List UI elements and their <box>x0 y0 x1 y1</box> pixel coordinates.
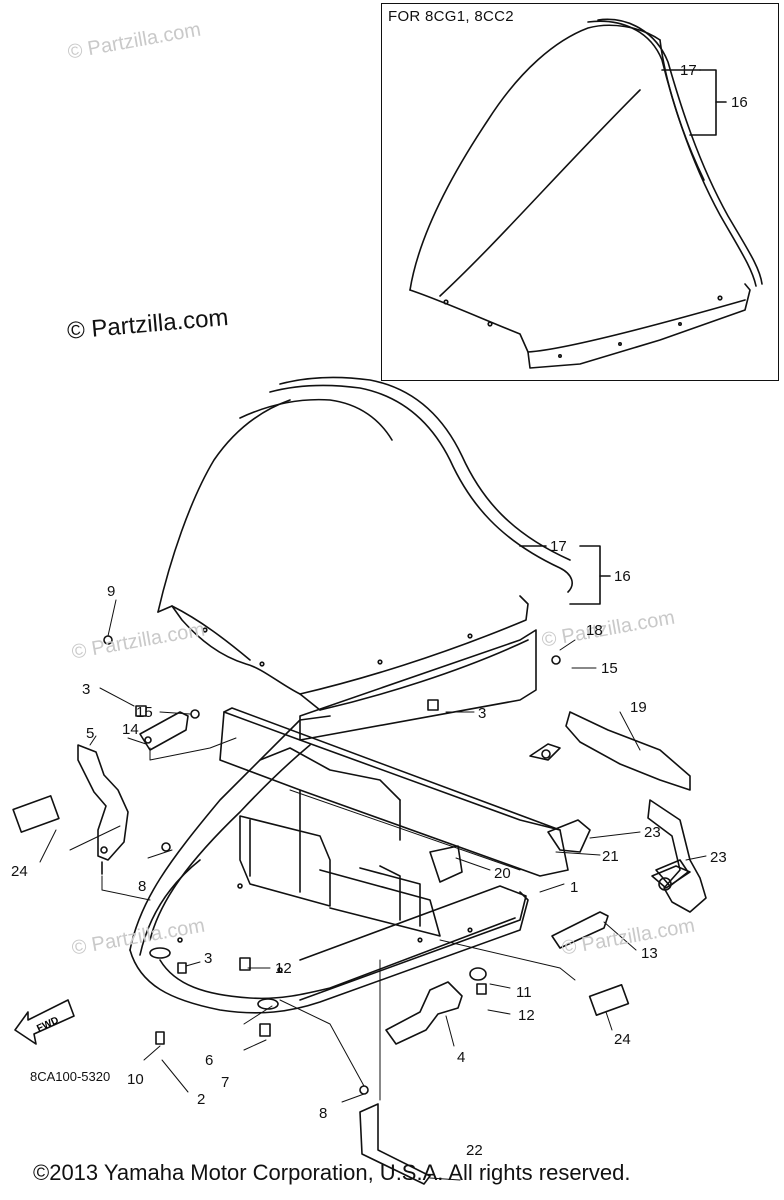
callout-4: 4 <box>457 1049 466 1066</box>
callout-17: 17 <box>550 538 567 555</box>
callout-15: 15 <box>136 704 153 721</box>
callout-7: 7 <box>221 1074 230 1091</box>
callout-22: 22 <box>466 1142 483 1159</box>
callout-6: 6 <box>205 1052 214 1069</box>
callout-1: 1 <box>570 879 579 896</box>
callout-14: 14 <box>122 721 139 738</box>
cowl-body <box>129 715 529 1014</box>
label-24a <box>12 795 60 833</box>
callout-12: 12 <box>275 960 292 977</box>
fasteners <box>103 635 561 1095</box>
inset-callout-16: 16 <box>731 94 748 111</box>
bracket-22 <box>359 1103 431 1185</box>
bracket-14 <box>139 711 189 751</box>
callout-16: 16 <box>614 568 631 585</box>
callout-23: 23 <box>644 824 661 841</box>
bracket-4 <box>385 981 463 1045</box>
inset-title: FOR 8CG1, 8CC2 <box>388 8 514 25</box>
callout-10: 10 <box>127 1071 144 1088</box>
callout-2: 2 <box>197 1091 206 1108</box>
bracket-5 <box>77 744 129 875</box>
bracket-18 <box>299 629 537 741</box>
callout-21: 21 <box>602 848 619 865</box>
fwd-label: FWD <box>35 1015 60 1035</box>
bracket-23a <box>547 819 591 853</box>
callout-20: 20 <box>494 865 511 882</box>
callout-3: 3 <box>82 681 91 698</box>
callout-24: 24 <box>614 1031 631 1048</box>
callout-3: 3 <box>204 950 213 967</box>
inset-callout-17: 17 <box>680 62 697 79</box>
callout-23: 23 <box>710 849 727 866</box>
duct-21 <box>219 707 569 877</box>
callout-11: 11 <box>516 984 532 1001</box>
callout-19: 19 <box>630 699 647 716</box>
callout-8: 8 <box>138 878 147 895</box>
part-20-shape <box>429 845 463 883</box>
bracket-23b <box>655 859 689 887</box>
callout-24: 24 <box>11 863 28 880</box>
inset-frame <box>381 3 779 381</box>
meter-boxes <box>239 815 441 937</box>
callout-18: 18 <box>586 622 603 639</box>
copyright-notice: ©2013 Yamaha Motor Corporation, U.S.A. A… <box>33 1160 631 1185</box>
callout-3: 3 <box>478 705 487 722</box>
callout-15: 15 <box>601 660 618 677</box>
callout-9: 9 <box>107 583 116 600</box>
bracket-19 <box>529 711 707 913</box>
callout-13: 13 <box>641 945 658 962</box>
bracket-13 <box>551 911 609 949</box>
main-windshield <box>157 376 611 711</box>
callout-12: 12 <box>518 1007 535 1024</box>
label-24b <box>588 983 630 1017</box>
fwd-arrow-shape <box>14 999 75 1045</box>
diagram-reference-code: 8CA100-5320 <box>30 1069 111 1084</box>
inset-windshield <box>409 18 763 369</box>
callout-5: 5 <box>86 725 95 742</box>
callout-8: 8 <box>319 1105 328 1122</box>
